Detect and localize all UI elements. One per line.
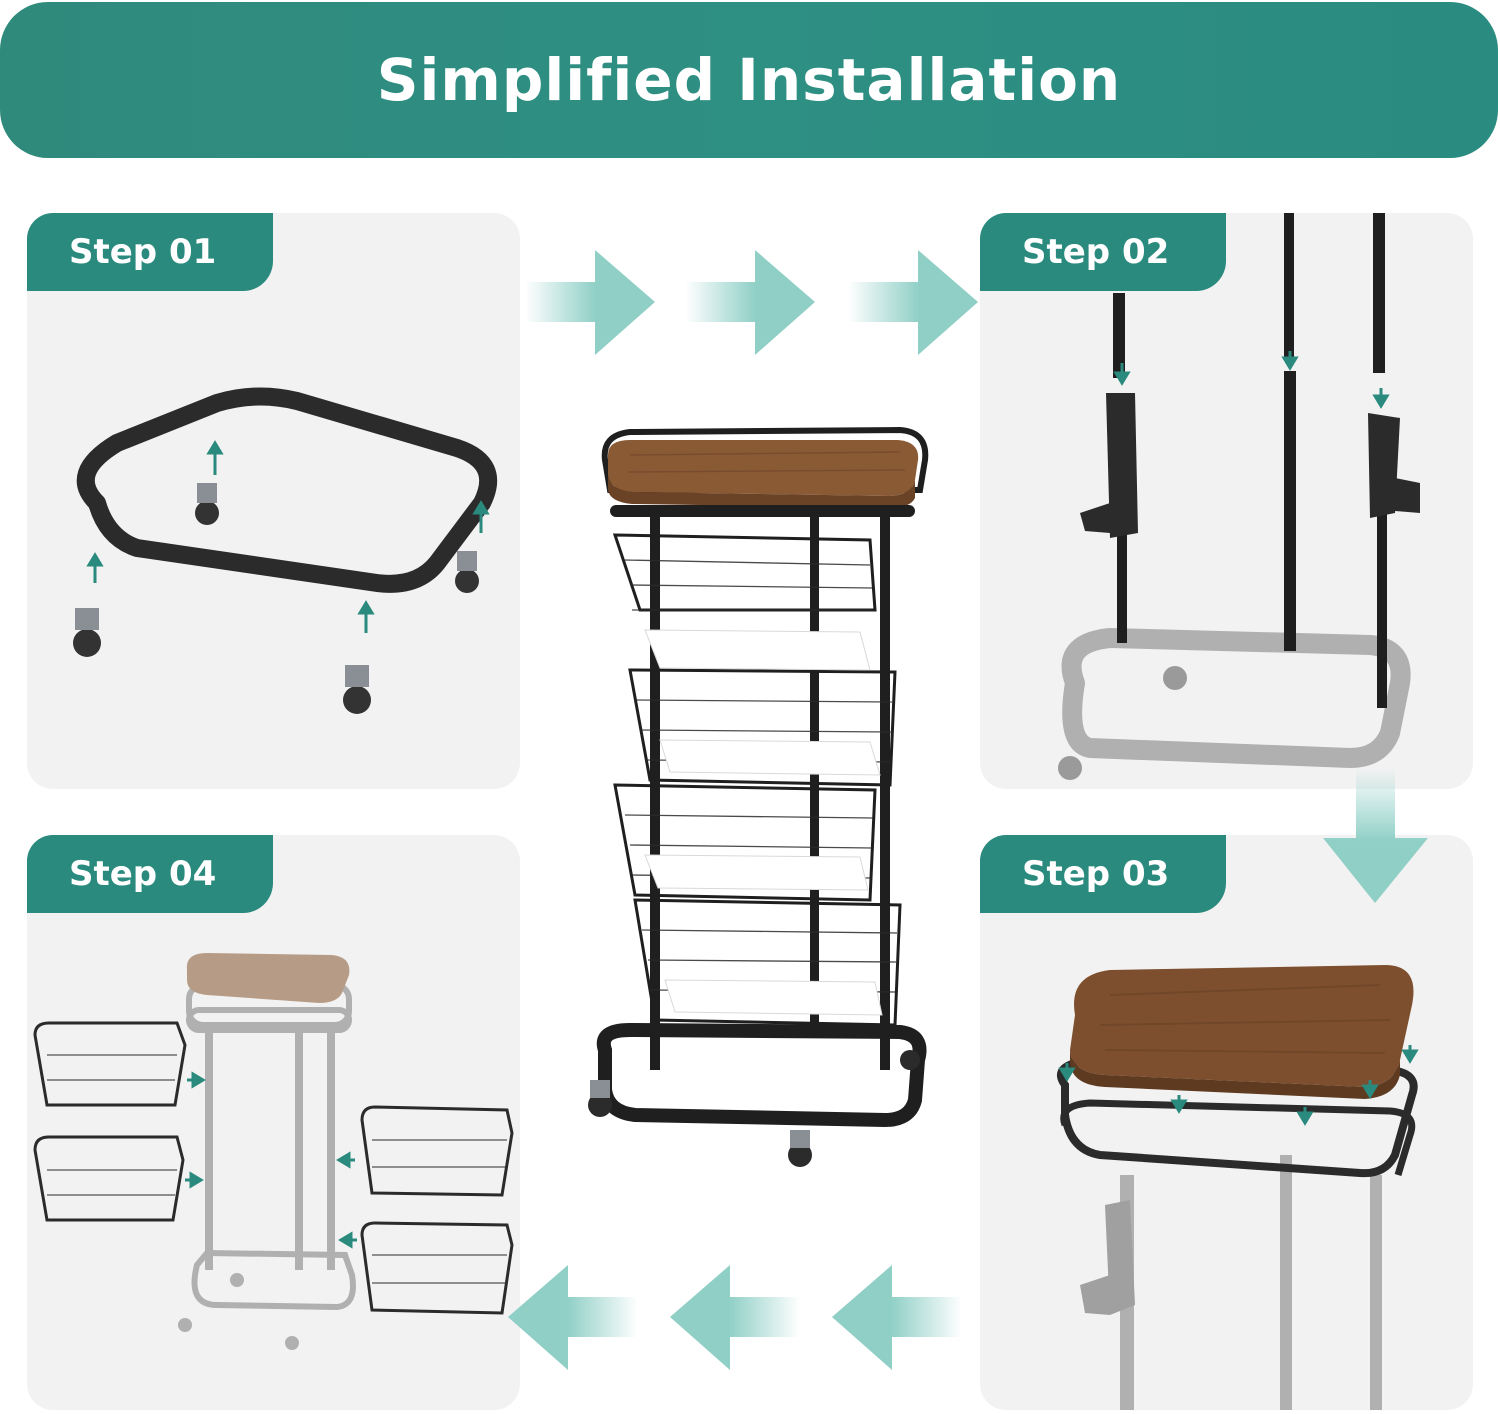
baskets-assembly-illustration — [33, 953, 514, 1350]
step-04-panel: Step 04 — [27, 835, 520, 1410]
step-03-label: Step 03 — [1022, 854, 1170, 894]
step-01-panel: Step 01 — [27, 213, 520, 789]
right-arrow-icon — [525, 250, 655, 355]
page-title: Simplified Installation — [376, 46, 1122, 114]
right-arrow-icon — [848, 250, 978, 355]
step-04-label: Step 04 — [69, 854, 217, 894]
step-03-tab: Step 03 — [980, 835, 1226, 913]
step-04-tab: Step 04 — [27, 835, 273, 913]
header-banner: Simplified Installation — [0, 2, 1498, 158]
step-03-panel: Step 03 — [980, 835, 1473, 1410]
step-01-label: Step 01 — [69, 232, 217, 272]
left-arrow-icon — [670, 1265, 800, 1370]
vertical-poles-illustration — [1058, 213, 1420, 780]
step-01-tab: Step 01 — [27, 213, 273, 291]
step-02-label: Step 02 — [1022, 232, 1170, 272]
left-arrow-icon — [508, 1265, 638, 1370]
down-arrow-icon — [1323, 768, 1428, 903]
step-02-tab: Step 02 — [980, 213, 1226, 291]
base-frame-casters-illustration — [73, 387, 498, 714]
assembled-cart-illustration — [588, 426, 929, 1167]
right-arrow-icon — [685, 250, 815, 355]
left-arrow-icon — [832, 1265, 962, 1370]
top-board-illustration — [1056, 965, 1419, 1410]
step-02-panel: Step 02 — [980, 213, 1473, 789]
